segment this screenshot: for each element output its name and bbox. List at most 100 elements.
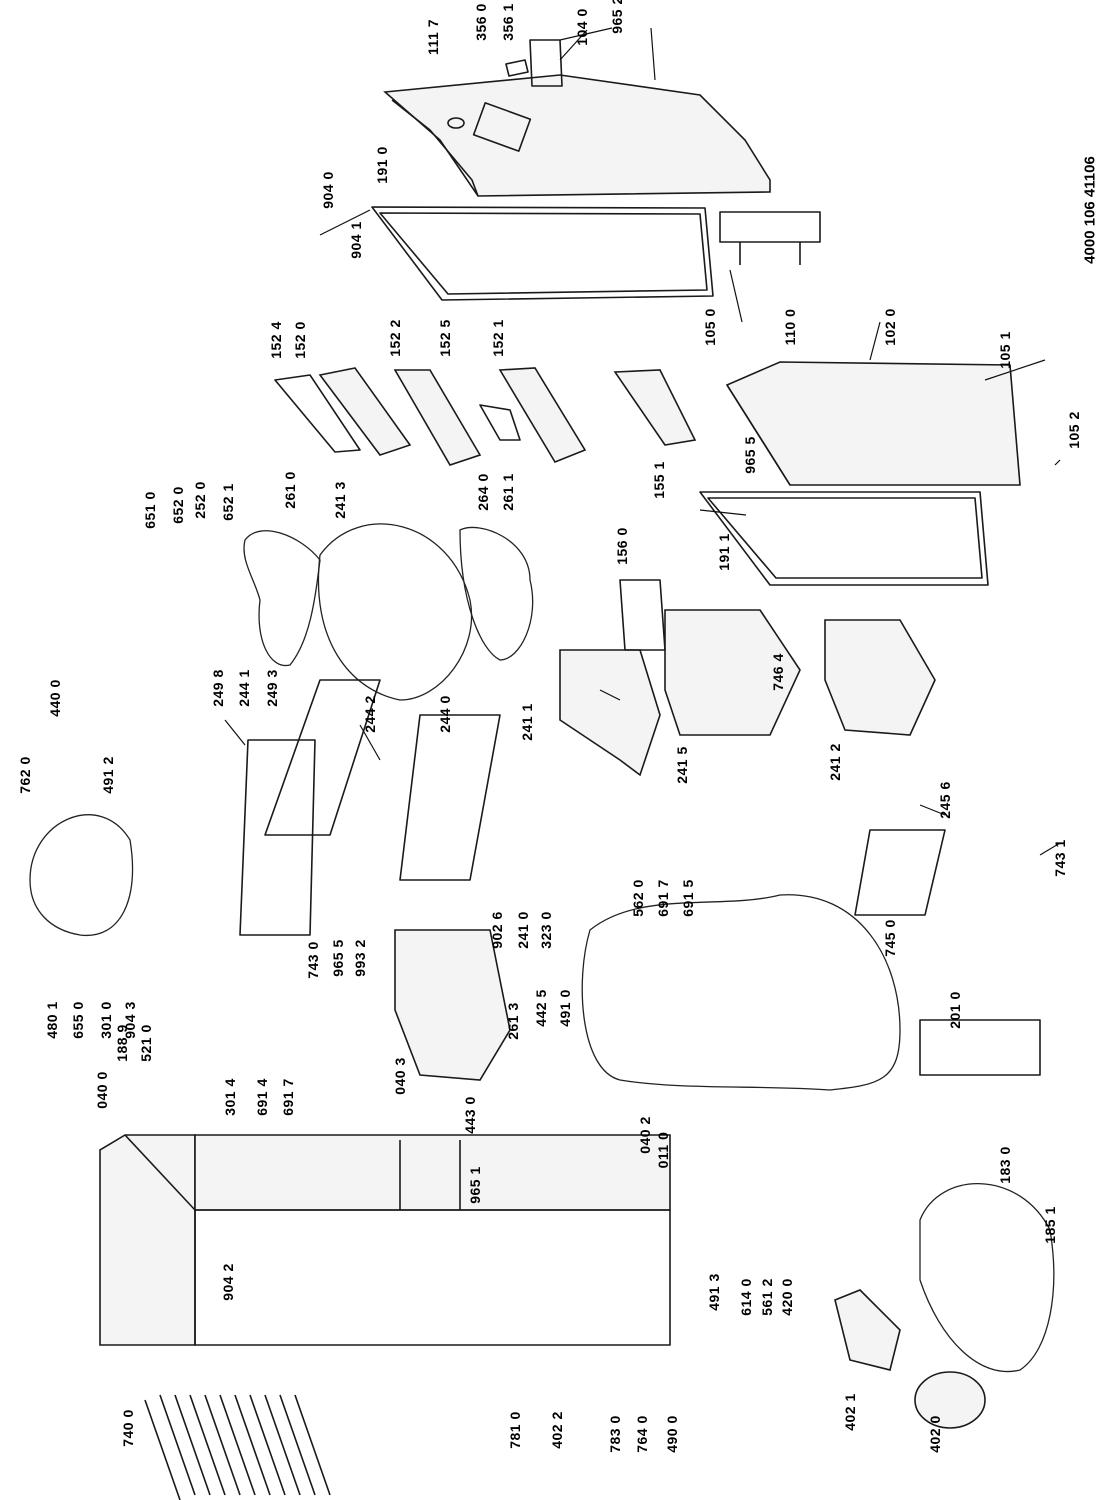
- part-label: 965 2: [609, 0, 625, 34]
- part-label: 105 2: [1066, 411, 1082, 449]
- cabinet: [99, 1134, 671, 1346]
- part-label: 152 0: [292, 321, 308, 359]
- part-label: 993 2: [352, 939, 368, 977]
- part-label: 040 0: [94, 1071, 110, 1109]
- glass-shelf-244-0: [399, 714, 501, 881]
- part-label: 040 3: [392, 1057, 408, 1095]
- door-gasket-upper: [371, 206, 714, 301]
- condenser-coil: [144, 1394, 331, 1500]
- part-label: 562 0: [630, 879, 646, 917]
- part-label: 241 1: [519, 703, 535, 741]
- part-label: 902 6: [489, 911, 505, 949]
- part-label: 241 2: [827, 743, 843, 781]
- part-label: 691 4: [254, 1078, 270, 1116]
- drawer-241-5: [664, 609, 801, 736]
- part-label: 110 0: [782, 308, 798, 346]
- part-label: 152 2: [387, 319, 403, 357]
- part-label: 244 1: [236, 669, 252, 707]
- part-label: 691 7: [280, 1078, 296, 1116]
- drawer-241-1: [559, 649, 661, 777]
- part-label: 040 2: [637, 1116, 653, 1154]
- part-label: 152 4: [268, 321, 284, 359]
- wire-shelf-245-6: [854, 829, 946, 916]
- part-label: 652 1: [220, 483, 236, 521]
- part-label: 904 2: [220, 1263, 236, 1301]
- part-label: 764 0: [634, 1415, 650, 1453]
- part-label: 356 1: [500, 3, 516, 41]
- part-label: 156 0: [614, 527, 630, 565]
- part-label: 241 0: [515, 911, 531, 949]
- part-label: 191 0: [374, 146, 390, 184]
- part-label: 740 0: [120, 1409, 136, 1447]
- part-label: 762 0: [17, 756, 33, 794]
- part-label: 105 0: [702, 308, 718, 346]
- part-label: 491 2: [100, 756, 116, 794]
- part-label: 490 0: [664, 1415, 680, 1453]
- glass-shelf-244-2: [264, 679, 381, 836]
- part-label: 011 0: [655, 1131, 671, 1169]
- upper-door: [383, 39, 771, 197]
- part-label: 261 3: [505, 1002, 521, 1040]
- part-label: 244 0: [437, 695, 453, 733]
- document-number: 4000 106 41106: [1081, 156, 1099, 264]
- part-label: 261 1: [500, 473, 516, 511]
- part-label: 155 1: [651, 461, 667, 499]
- part-label: 420 0: [779, 1278, 795, 1316]
- part-label: 491 0: [557, 989, 573, 1027]
- part-label: 965 5: [330, 939, 346, 977]
- part-label: 781 0: [507, 1411, 523, 1449]
- part-label: 102 0: [882, 308, 898, 346]
- part-label: 249 3: [264, 669, 280, 707]
- part-label: 191 1: [716, 533, 732, 571]
- part-label: 561 2: [759, 1278, 775, 1316]
- part-label: 241 3: [332, 481, 348, 519]
- part-label: 104 0: [574, 8, 590, 46]
- part-label: 245 6: [937, 781, 953, 819]
- part-label: 743 1: [1052, 839, 1068, 877]
- part-label: 440 0: [47, 679, 63, 717]
- part-label: 301 4: [222, 1078, 238, 1116]
- part-label: 201 0: [947, 991, 963, 1029]
- part-label: 783 0: [607, 1415, 623, 1453]
- part-label: 356 0: [473, 3, 489, 41]
- part-label: 442 5: [533, 989, 549, 1027]
- compressor-402-0: [914, 1371, 986, 1429]
- hinge-bracket: [719, 211, 821, 265]
- part-label: 249 8: [210, 669, 226, 707]
- part-label: 244 2: [362, 695, 378, 733]
- part-label: 745 0: [882, 919, 898, 957]
- part-label: 904 1: [348, 221, 364, 259]
- grid-shelf-156-0: [619, 579, 666, 651]
- part-label: 691 7: [655, 879, 671, 917]
- glass-shelf-249-8: [239, 739, 316, 936]
- part-label: 402 1: [842, 1393, 858, 1431]
- part-label: 261 0: [282, 471, 298, 509]
- part-label: 491 3: [706, 1273, 722, 1311]
- part-label: 614 0: [738, 1278, 754, 1316]
- part-label: 521 0: [138, 1024, 154, 1062]
- part-label: 323 0: [538, 911, 554, 949]
- drawer-241-2: [824, 619, 936, 736]
- door-gasket-lower: [699, 491, 989, 586]
- part-label: 651 0: [142, 491, 158, 529]
- part-label: 480 1: [44, 1001, 60, 1039]
- part-label: 965 5: [742, 436, 758, 474]
- back-panel-201-0: [919, 1019, 1041, 1076]
- part-label: 183 0: [997, 1146, 1013, 1184]
- part-label: 241 5: [674, 746, 690, 784]
- compressor-tray-402-1: [834, 1289, 901, 1371]
- part-label: 743 0: [305, 941, 321, 979]
- part-label: 188 9: [114, 1024, 130, 1062]
- door-bins: [274, 367, 697, 466]
- part-label: 904 0: [320, 171, 336, 209]
- lower-door: [725, 361, 1021, 486]
- part-label: 691 5: [680, 879, 696, 917]
- part-label: 652 0: [170, 486, 186, 524]
- part-label: 264 0: [475, 473, 491, 511]
- part-label: 746 4: [770, 653, 786, 691]
- part-label: 185 1: [1042, 1206, 1058, 1244]
- drawer-241-0: [394, 929, 511, 1081]
- part-label: 655 0: [70, 1001, 86, 1039]
